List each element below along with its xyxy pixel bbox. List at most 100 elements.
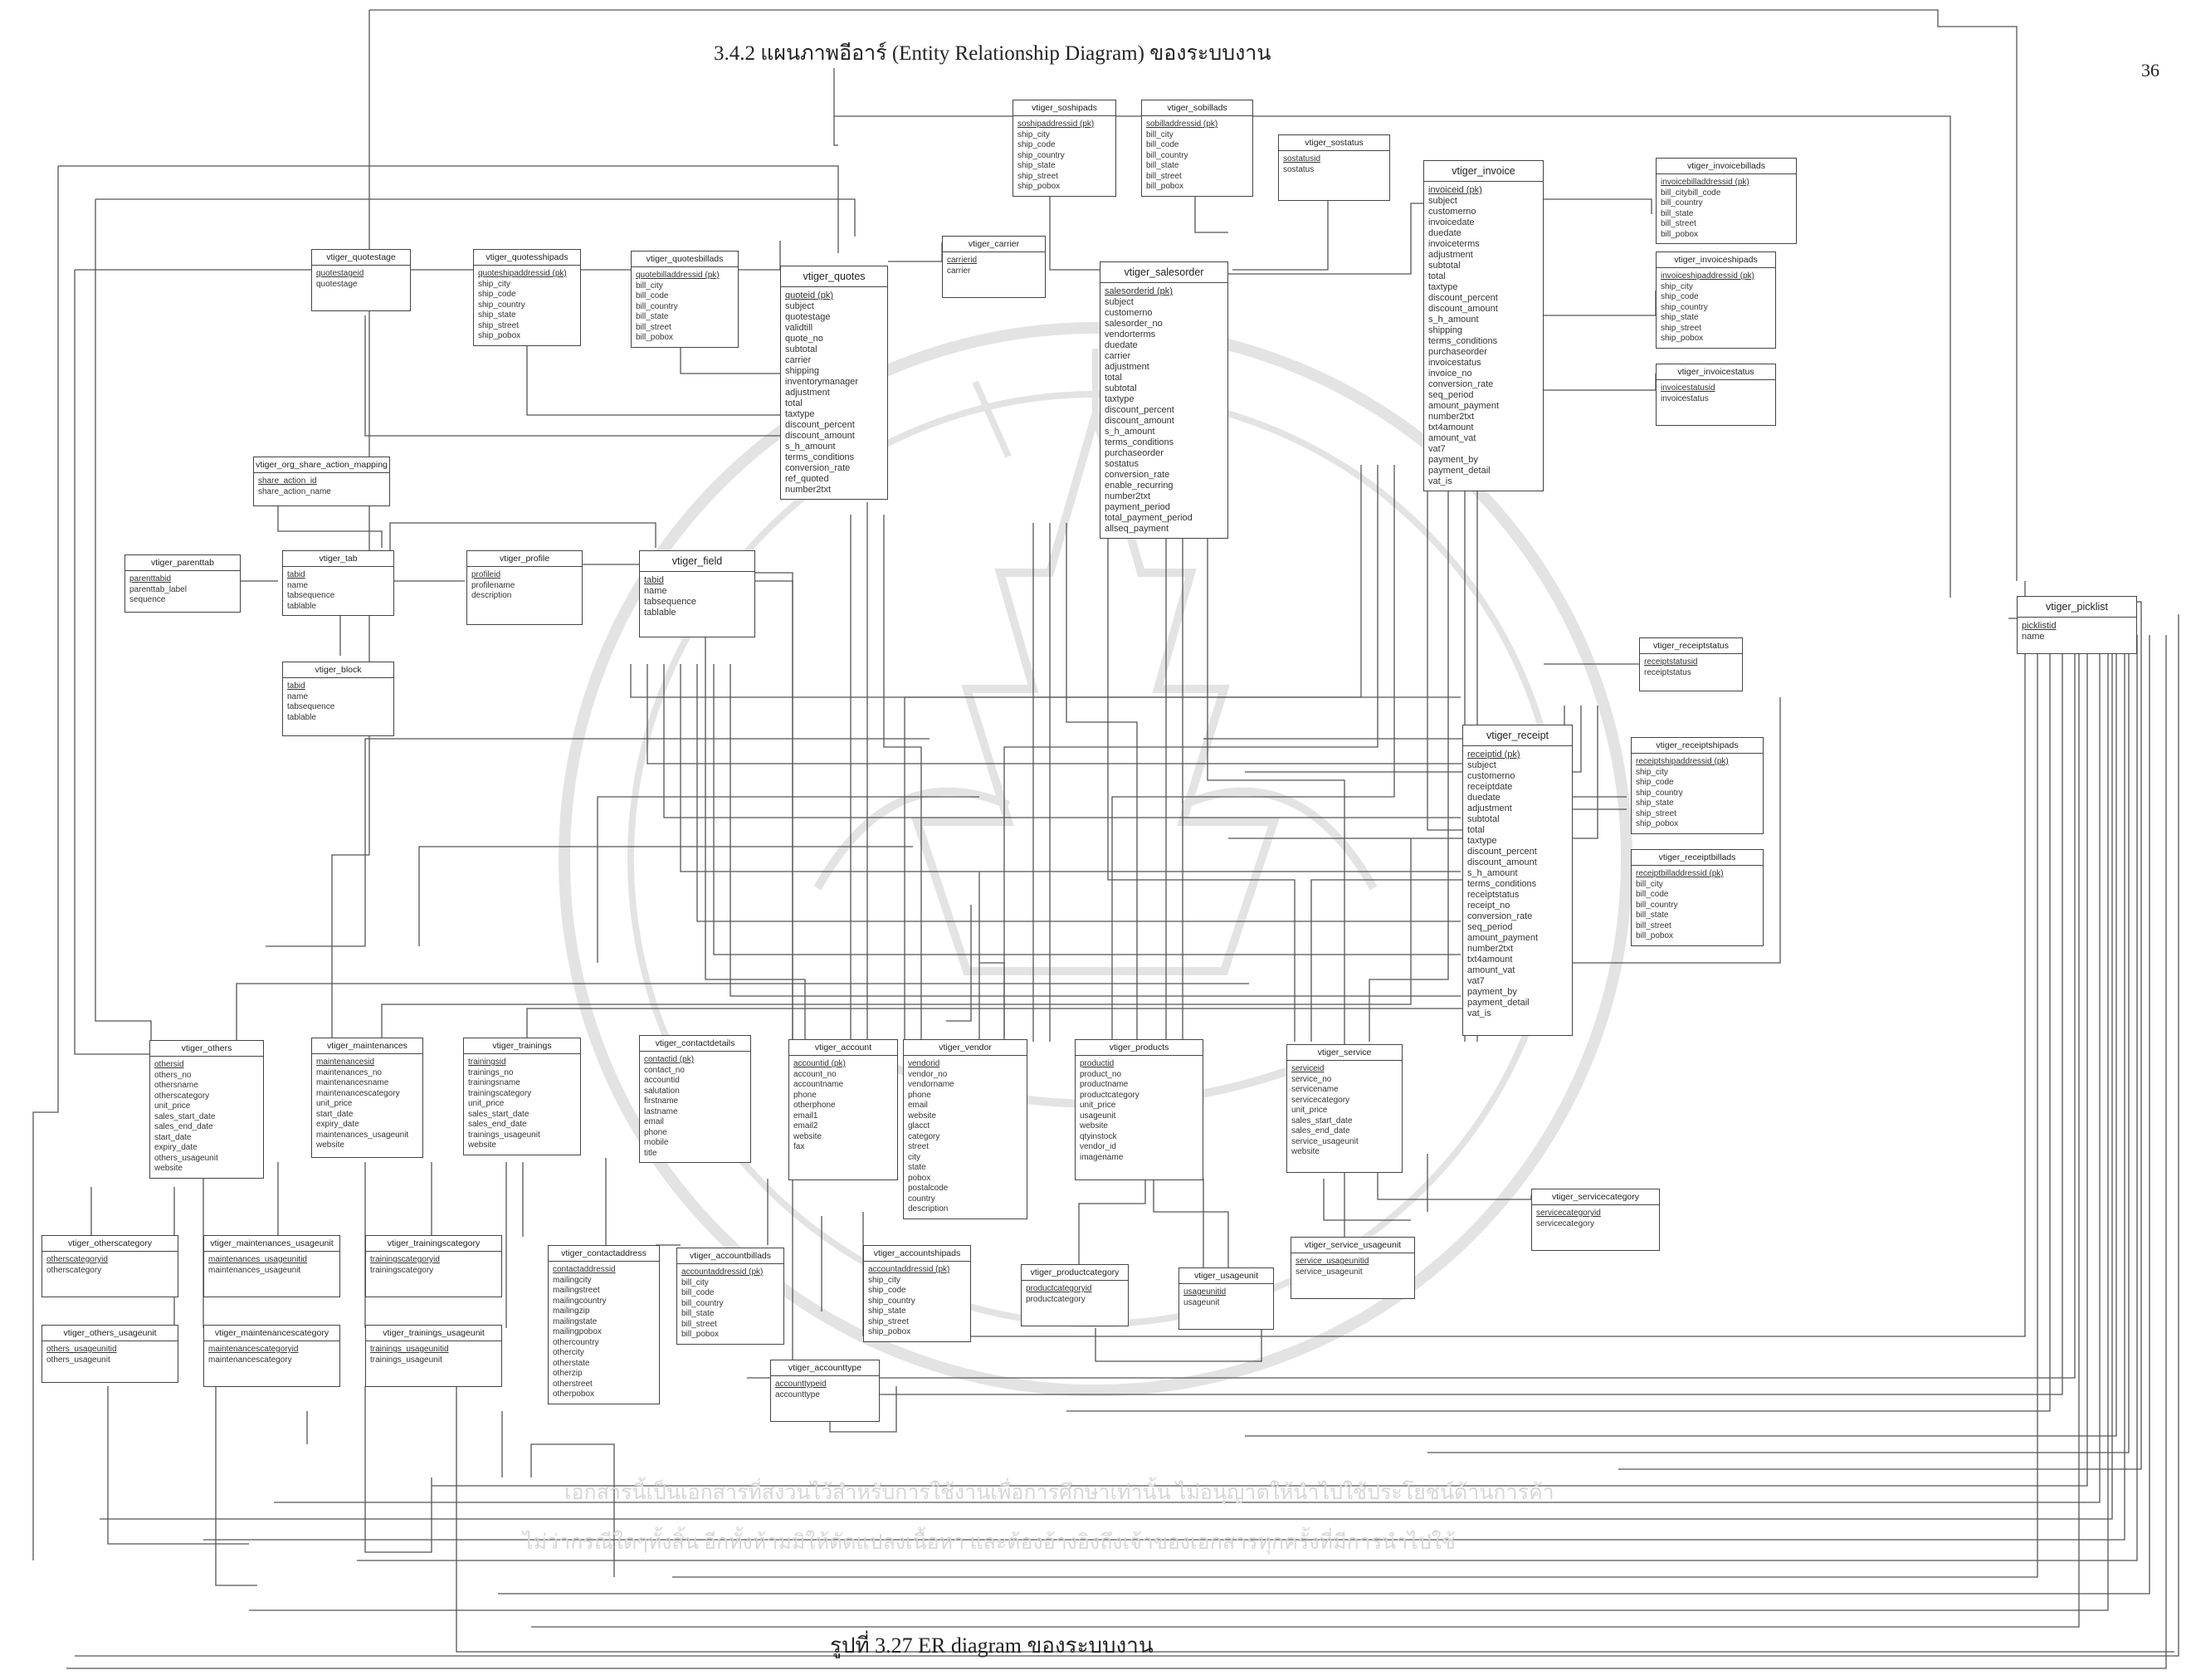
attribute: tabsequence xyxy=(644,597,696,607)
attribute: vat_is xyxy=(1428,476,1452,486)
primary-key-attribute: contactaddressid xyxy=(553,1265,616,1274)
primary-key-attribute: quoteid (pk) xyxy=(785,291,834,300)
attribute: glacct xyxy=(908,1121,930,1131)
attribute: ship_code xyxy=(868,1286,906,1295)
attribute: ref_quoted xyxy=(785,474,829,484)
attribute: terms_conditions xyxy=(1467,879,1537,889)
attribute: mobile xyxy=(644,1138,669,1147)
primary-key-attribute: soshipaddressid (pk) xyxy=(1017,120,1095,129)
attribute: ship_state xyxy=(868,1306,906,1316)
attribute: ship_country xyxy=(1661,302,1708,312)
attribute: bill_pobox xyxy=(636,333,674,342)
attribute: enable_recurring xyxy=(1105,481,1174,491)
primary-key-attribute: trainingscategoryid xyxy=(370,1255,440,1264)
attribute: duedate xyxy=(1105,340,1138,350)
entity-title: vtiger_block xyxy=(283,662,393,678)
entity-title: vtiger_invoice xyxy=(1424,161,1543,182)
entity-title: vtiger_service_usageunit xyxy=(1291,1238,1414,1253)
attribute: vendor_id xyxy=(1080,1142,1116,1151)
primary-key-attribute: invoicebilladdressid (pk) xyxy=(1661,178,1749,187)
entity-title: vtiger_picklist xyxy=(2018,597,2136,618)
entity-title: vtiger_sobillads xyxy=(1142,100,1252,116)
attribute: carrier xyxy=(1105,351,1131,361)
attribute: duedate xyxy=(1467,793,1501,803)
attribute: bill_pobox xyxy=(1636,931,1674,940)
attribute: ship_state xyxy=(1636,798,1674,808)
entity-title: vtiger_contactdetails xyxy=(640,1036,750,1052)
attribute: service_no xyxy=(1291,1074,1332,1084)
attribute: amount_vat xyxy=(1467,965,1515,975)
entity-title: vtiger_field xyxy=(640,551,754,572)
primary-key-attribute: servicecategoryid xyxy=(1536,1209,1601,1218)
attribute: bill_country xyxy=(1146,150,1188,160)
attribute: category xyxy=(908,1131,940,1141)
attribute: sostatus xyxy=(1105,459,1139,469)
entity-title: vtiger_receipt xyxy=(1463,725,1572,746)
primary-key-attribute: profileid xyxy=(471,570,501,579)
attribute: otherscategory xyxy=(154,1091,210,1101)
copyright-notice-line-1: เอกสารนี้เป็นเอกสารที่สงวนไว้สำหรับการใช… xyxy=(564,1482,1554,1504)
primary-key-attribute: trainingsid xyxy=(468,1057,506,1067)
attribute: ship_pobox xyxy=(1661,334,1704,343)
attribute: street xyxy=(908,1142,930,1151)
entity-title: vtiger_account xyxy=(789,1040,897,1056)
attribute: name xyxy=(644,586,667,596)
attribute: ship_state xyxy=(478,310,516,320)
attribute: service_usageunit xyxy=(1291,1136,1359,1146)
attribute: invoice_no xyxy=(1428,369,1472,378)
attribute: tablable xyxy=(287,712,317,722)
attribute: accountid xyxy=(644,1076,680,1085)
attribute: sostatus xyxy=(1283,164,1315,174)
attribute: bill_pobox xyxy=(1146,182,1184,191)
attribute: mailingstate xyxy=(553,1316,598,1326)
attribute: bill_citybill_code xyxy=(1661,188,1721,198)
attribute: shipping xyxy=(1428,325,1462,335)
attribute: ship_state xyxy=(1661,313,1699,322)
attribute: terms_conditions xyxy=(1428,336,1498,346)
attribute: expiry_date xyxy=(154,1143,198,1152)
attribute: tabsequence xyxy=(287,591,335,600)
attribute: name xyxy=(287,580,309,590)
attribute: number2txt xyxy=(1105,491,1151,501)
attribute: servicename xyxy=(1291,1085,1339,1094)
attribute: bill_country xyxy=(681,1298,724,1308)
primary-key-attribute: receiptstatusid xyxy=(1644,657,1698,667)
attribute: inventorymanager xyxy=(785,377,859,387)
entity-title: vtiger_accountshipads xyxy=(864,1246,970,1262)
entity-title: vtiger_maintenances_usageunit xyxy=(204,1236,339,1252)
primary-key-attribute: maintenancesid xyxy=(316,1057,375,1067)
attribute: s_h_amount xyxy=(1467,868,1518,878)
attribute: ship_country xyxy=(1017,150,1065,160)
attribute: ship_country xyxy=(478,300,525,310)
attribute: taxtype xyxy=(1428,282,1458,292)
attribute: website xyxy=(154,1164,183,1173)
attribute: subtotal xyxy=(1105,383,1137,393)
attribute: email1 xyxy=(793,1111,818,1121)
attribute: s_h_amount xyxy=(1105,427,1155,437)
attribute: otherzip xyxy=(553,1369,583,1378)
attribute: bill_street xyxy=(636,322,671,332)
attribute: vendorname xyxy=(908,1080,954,1089)
